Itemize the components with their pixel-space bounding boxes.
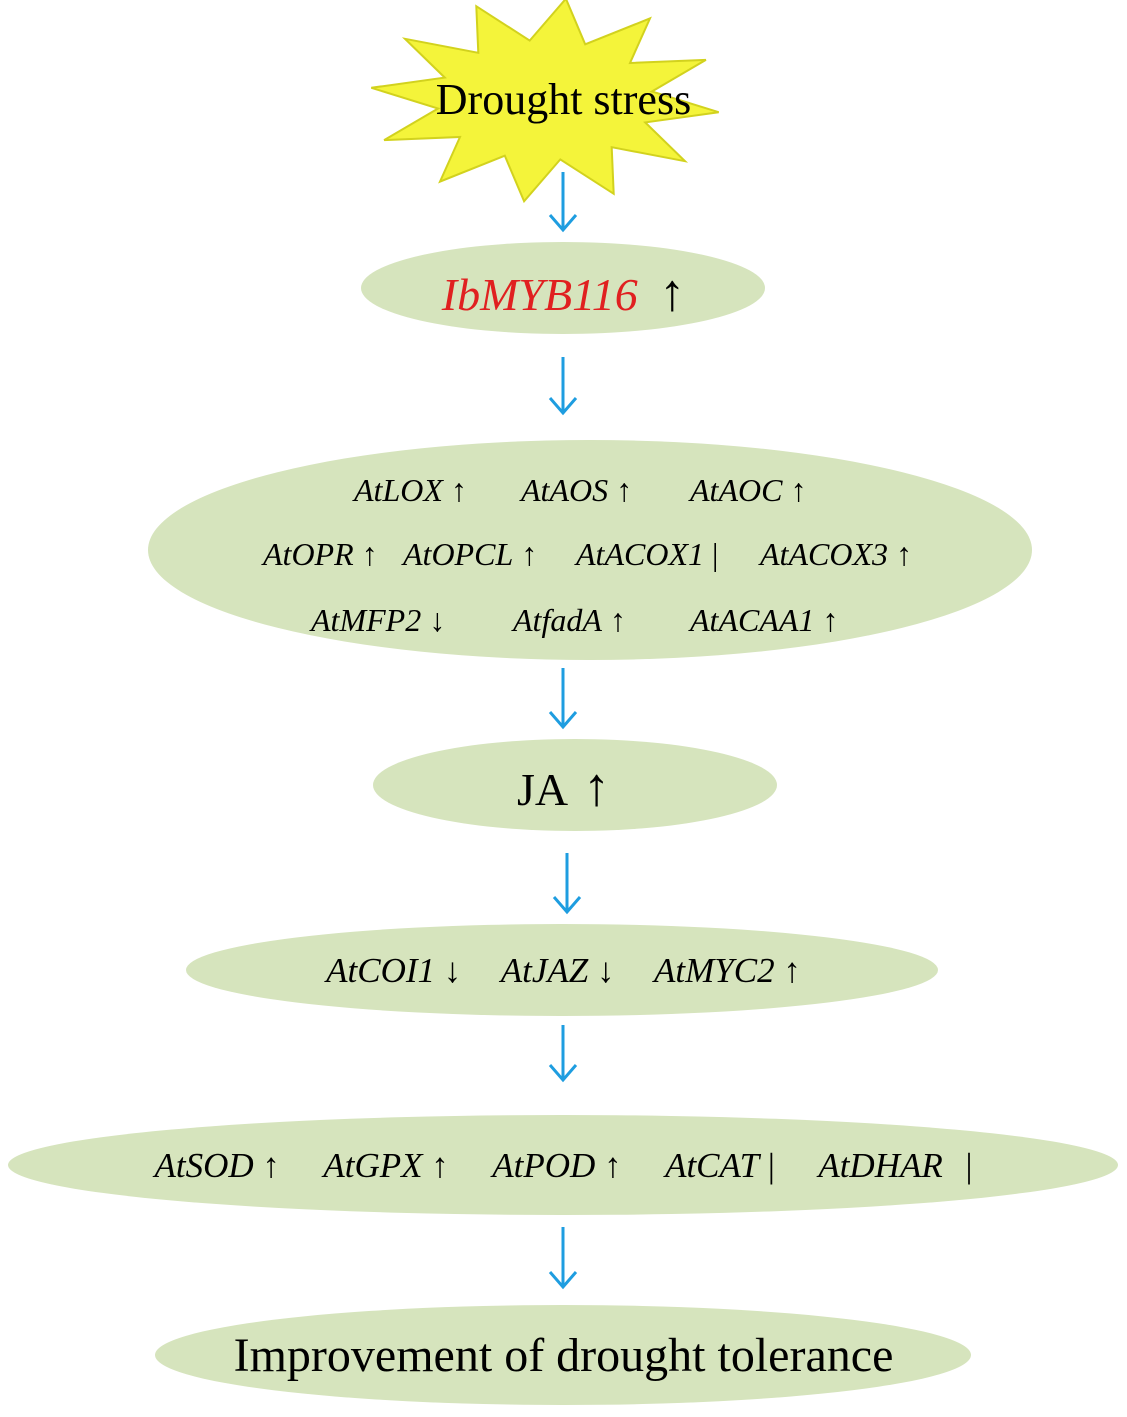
- gene-item: AtMFP2 ↓: [311, 600, 445, 640]
- ja-signaling-genes-node: AtCOI1 ↓ AtJAZ ↓ AtMYC2 ↑: [0, 953, 1127, 988]
- gene-name: AtACOX1: [576, 536, 704, 572]
- direction-arrow-icon: ↓: [429, 602, 446, 638]
- gene-item: AtACAA1 ↑: [690, 600, 838, 640]
- direction-arrow-icon: |: [711, 536, 719, 572]
- gene-row-3: AtMFP2 ↓ AtfadA ↑ AtACAA1 ↑: [0, 600, 1127, 640]
- direction-arrow-icon: ↓: [597, 951, 615, 990]
- direction-arrow-icon: ↑: [431, 1146, 449, 1185]
- gene-item: AtfadA ↑: [513, 600, 626, 640]
- gene-item: AtMYC2 ↑: [654, 951, 801, 990]
- gene-item: AtLOX ↑: [354, 470, 467, 510]
- direction-arrow-icon: ↑: [521, 536, 538, 572]
- gene-name: AtAOC: [690, 472, 783, 508]
- connector-arrow-icon: [548, 357, 578, 416]
- ja-signaling-genes-ellipse: [186, 924, 938, 1016]
- connector-arrow-icon: [548, 1227, 578, 1290]
- gene-name: AtCOI1: [326, 951, 436, 990]
- gene-item: AtAOS ↑: [521, 470, 632, 510]
- gene-name: AtSOD: [154, 1146, 254, 1185]
- ja-node: JA ↑: [0, 760, 1127, 814]
- ja-label: JA: [516, 764, 566, 815]
- gene-item: AtACOX3 ↑: [760, 534, 912, 574]
- connector-arrow-icon: [548, 668, 578, 730]
- direction-arrow-icon: ↑: [361, 536, 378, 572]
- ja-up-arrow-icon: ↑: [583, 757, 611, 817]
- ja-synthesis-genes-ellipse: [148, 440, 1032, 660]
- gene-item: AtPOD ↑: [492, 1146, 630, 1185]
- drought-stress-text: Drought stress: [435, 75, 692, 124]
- connector-arrow-icon: [548, 172, 578, 233]
- direction-arrow-icon: ↑: [790, 472, 807, 508]
- direction-arrow-icon: ↑: [616, 472, 633, 508]
- direction-arrow-icon: ↓: [443, 951, 462, 990]
- direction-arrow-icon: ↑: [895, 536, 912, 572]
- ibmyb116-gene: IbMYB116: [441, 269, 638, 320]
- gene-item: AtOPCL ↑: [403, 534, 537, 574]
- gene-name: AtGPX: [323, 1146, 423, 1185]
- gene-item: AtCOI1 ↓: [326, 951, 470, 990]
- outcome-label: Improvement of drought tolerance: [233, 1329, 894, 1382]
- direction-arrow-icon: ↑: [609, 602, 626, 638]
- direction-arrow-icon: ↑: [604, 1146, 622, 1185]
- gene-item: AtOPR ↑: [263, 534, 378, 574]
- gene-item: AtDHAR |: [818, 1146, 972, 1185]
- ibmyb116-ellipse: [361, 242, 765, 334]
- connector-arrow-icon: [548, 1025, 578, 1083]
- gene-name: AtJAZ: [500, 951, 589, 990]
- gene-name: AtfadA: [513, 602, 602, 638]
- direction-arrow-icon: |: [965, 1146, 973, 1185]
- gene-item: AtJAZ ↓: [501, 951, 623, 990]
- antioxidant-genes-node: AtSOD ↑ AtGPX ↑ AtPOD ↑ AtCAT | AtDHAR |: [0, 1148, 1127, 1183]
- direction-arrow-icon: ↑: [822, 602, 839, 638]
- outcome-ellipse: [155, 1305, 971, 1405]
- gene-name: AtOPCL: [403, 536, 514, 572]
- connector-arrow-icon: [552, 853, 582, 915]
- gene-row-2: AtOPR ↑ AtOPCL ↑ AtACOX1 | AtACOX3 ↑: [0, 534, 1127, 574]
- gene-name: AtLOX: [354, 472, 443, 508]
- ja-ellipse: [373, 739, 777, 831]
- direction-arrow-icon: |: [767, 1146, 775, 1185]
- gene-item: AtACOX1 |: [576, 534, 718, 574]
- direction-arrow-icon: ↑: [783, 951, 801, 990]
- drought-stress-label: Drought stress: [0, 78, 1127, 122]
- gene-item: AtGPX ↑: [323, 1146, 457, 1185]
- drought-stress-starburst: [371, 0, 719, 204]
- antioxidant-genes-ellipse: [8, 1115, 1118, 1215]
- gene-name: AtMFP2: [311, 602, 422, 638]
- gene-name: AtOPR: [263, 536, 354, 572]
- gene-name: AtACOX3: [760, 536, 888, 572]
- direction-arrow-icon: ↑: [450, 472, 467, 508]
- gene-name: AtAOS: [521, 472, 609, 508]
- direction-arrow-icon: ↑: [262, 1146, 280, 1185]
- gene-name: AtPOD: [492, 1146, 596, 1185]
- gene-name: AtCAT: [665, 1146, 760, 1185]
- ibmyb116-up-arrow-icon: ↑: [659, 265, 686, 322]
- gene-name: AtDHAR: [818, 1146, 943, 1185]
- gene-item: AtCAT |: [665, 1146, 784, 1185]
- gene-item: AtAOC ↑: [690, 470, 806, 510]
- gene-row-1: AtLOX ↑ AtAOS ↑ AtAOC ↑: [0, 470, 1127, 510]
- gene-name: AtACAA1: [690, 602, 815, 638]
- outcome-node: Improvement of drought tolerance: [0, 1332, 1127, 1380]
- gene-item: AtSOD ↑: [154, 1146, 288, 1185]
- ibmyb116-node: IbMYB116 ↑: [0, 268, 1127, 320]
- gene-name: AtMYC2: [654, 951, 775, 990]
